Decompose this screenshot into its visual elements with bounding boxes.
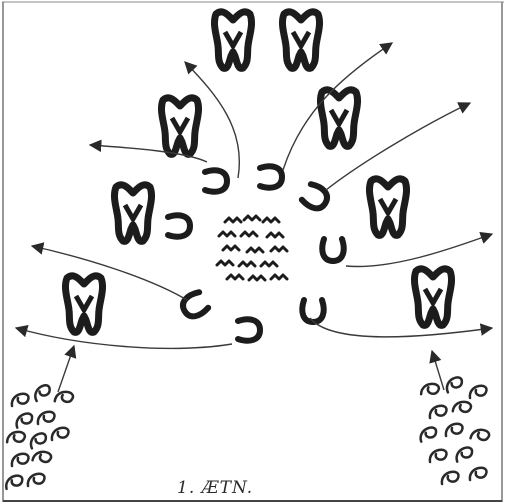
molar-tooth-icon: [369, 179, 406, 235]
horseshoe-cup-icon: [322, 239, 343, 261]
left-hook-shoal: [5, 384, 74, 489]
figure-caption: 1. ÆTN.: [177, 478, 253, 498]
molar-tooth-icon: [320, 90, 357, 146]
arrow-path: [16, 328, 232, 348]
molar-tooth-icon: [414, 269, 451, 325]
arrow-path: [185, 62, 239, 178]
receiver-group: [168, 166, 344, 340]
horseshoe-cup-icon: [238, 319, 260, 340]
molar-tooth-icon: [161, 98, 198, 154]
molar-tooth-icon: [114, 185, 151, 241]
arrow-path: [346, 234, 492, 267]
horseshoe-cup-icon: [179, 291, 209, 321]
horseshoe-cup-icon: [302, 300, 323, 322]
horseshoe-cup-icon: [205, 170, 227, 191]
player-group: [65, 12, 451, 332]
zigzag-wave-icon-cluster: [217, 216, 287, 280]
right-hook-shoal: [419, 376, 490, 484]
arrow-path: [310, 318, 492, 337]
molar-tooth-icon: [282, 12, 319, 68]
arrow-path: [32, 246, 187, 300]
molar-tooth-icon: [65, 276, 102, 332]
horseshoe-cup-icon: [301, 183, 331, 213]
arrow-path: [58, 346, 74, 392]
horseshoe-cup-icon: [260, 166, 282, 187]
horseshoe-cup-icon: [168, 215, 190, 236]
molar-tooth-icon: [214, 12, 251, 68]
